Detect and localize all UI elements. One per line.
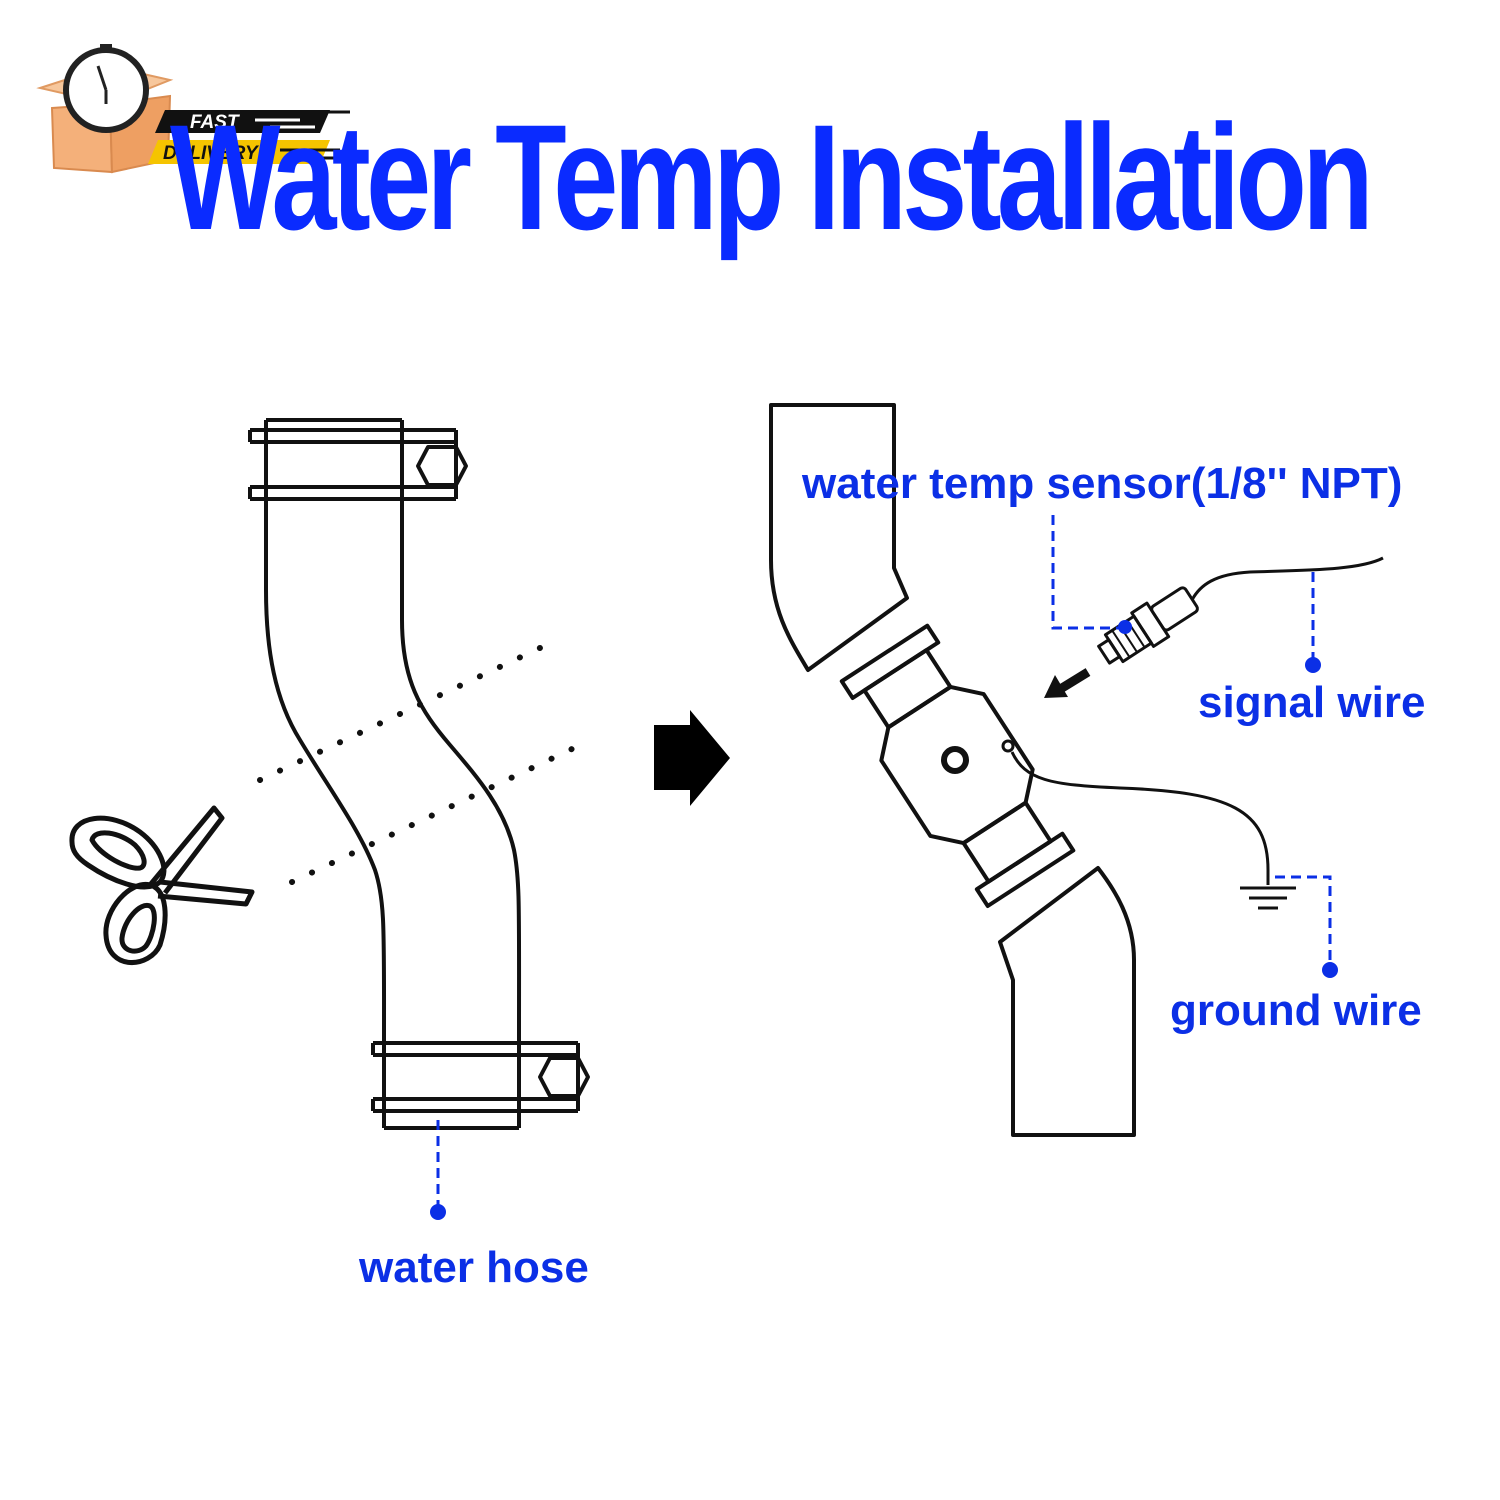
scissors-icon <box>69 805 255 966</box>
ground-leader <box>1275 875 1332 966</box>
adapter-hex-body <box>879 684 1035 846</box>
adapter-port-icon <box>941 746 969 774</box>
cut-line-upper <box>257 644 545 783</box>
callout-leaders <box>436 515 1332 1208</box>
signal-wire-label: signal wire <box>1198 678 1426 727</box>
callout-dots <box>430 620 1338 1220</box>
water-hose-label: water hose <box>359 1243 589 1292</box>
next-step-arrow-icon <box>654 710 730 806</box>
badge-banner-bottom <box>148 140 330 164</box>
ground-symbol-icon <box>1240 886 1296 910</box>
cut-line-lower <box>289 745 577 885</box>
top-hose-clamp <box>248 428 468 501</box>
temp-sensor-icon <box>1097 586 1199 665</box>
bottom-hose-clamp <box>371 1041 590 1113</box>
signal-wire <box>1190 556 1384 601</box>
ground-wire-label: ground wire <box>1170 986 1422 1035</box>
sensor-label: water temp sensor(1/8'' NPT) <box>802 459 1403 508</box>
clamp-screw-icon <box>416 445 468 487</box>
speed-lines-icon <box>255 118 315 129</box>
lower-hose-piece <box>998 866 1136 1137</box>
hose-left-edge <box>264 420 387 1128</box>
badge-line1: FAST <box>190 112 240 133</box>
upper-hose-piece <box>769 403 909 672</box>
insert-direction-arrow-icon <box>1044 668 1091 698</box>
clamp-screw-icon <box>538 1056 590 1098</box>
adapter-bottom-flange <box>974 831 1076 908</box>
installed-sensor-drawing <box>769 403 1384 1137</box>
sensor-adapter <box>839 623 1076 908</box>
cut-lines <box>257 644 577 885</box>
water-hose-drawing <box>248 418 590 1130</box>
ground-wire <box>1010 751 1270 885</box>
fast-delivery-badge: FAST DELIVERY <box>36 44 350 174</box>
adapter-ground-screw <box>1001 739 1015 753</box>
hose-right-edge <box>400 420 522 1128</box>
page-title: Water Temp Installation <box>170 93 1374 261</box>
badge-line2: DELIVERY <box>163 143 260 164</box>
sensor-leader <box>1051 515 1122 630</box>
